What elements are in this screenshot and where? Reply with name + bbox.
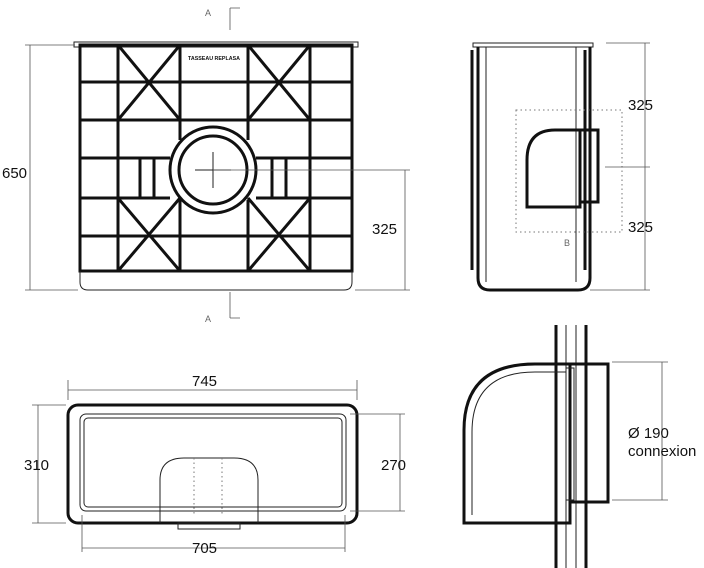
upper-dimension: 325 (628, 97, 653, 114)
outer-depth-dimension: 310 (24, 457, 49, 474)
outlet-top (159, 457, 259, 523)
connection-label: connexion (628, 443, 696, 460)
inner-width-dimension: 705 (192, 540, 217, 557)
elbow-outlet (525, 128, 582, 209)
front-view: TASSEAU REPLASA A A 650 325 (2, 7, 410, 324)
height-dimension: 650 (2, 165, 27, 182)
label-plate: TASSEAU REPLASA (188, 56, 240, 62)
center-height-dimension: 325 (372, 221, 397, 238)
elbow-hood (462, 362, 572, 525)
section-label-bottom: A (205, 314, 211, 324)
lower-dimension: 325 (628, 219, 653, 236)
outer-width-dimension: 745 (192, 373, 217, 390)
section-label-top: A (205, 8, 211, 18)
diameter-dimension: Ø 190 (628, 425, 669, 442)
marker-b: B (564, 238, 570, 248)
inner-depth-dimension: 270 (381, 457, 406, 474)
side-view: 325 325 B (470, 42, 653, 292)
top-view: 745 705 310 270 (24, 373, 406, 557)
detail-view: Ø 190 connexion (462, 325, 696, 568)
